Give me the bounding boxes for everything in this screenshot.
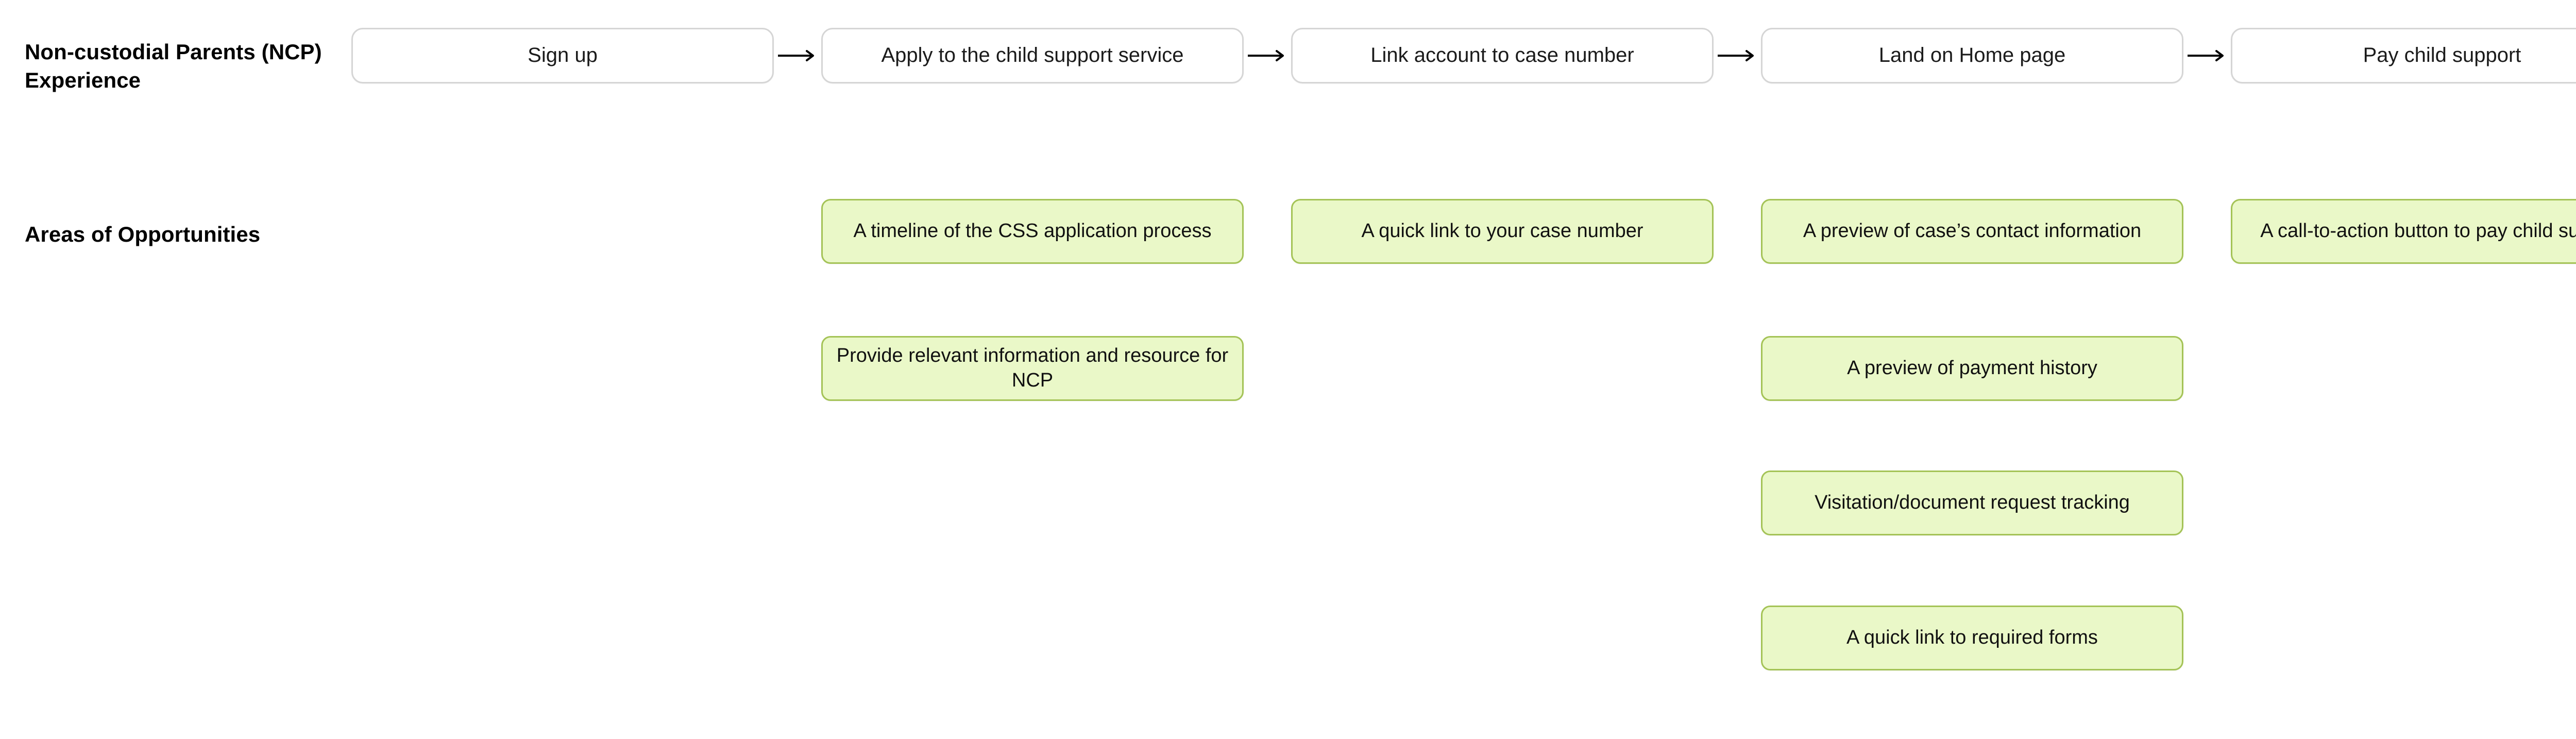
stage-box[interactable]: Sign up [351, 28, 774, 83]
flow-column: Link account to case number A quick link … [1291, 0, 1714, 739]
stage-box[interactable]: Link account to case number [1291, 28, 1714, 83]
arrow-right-icon [777, 48, 818, 63]
flow-column: Sign up [351, 0, 774, 739]
stage-label: Land on Home page [1878, 44, 2066, 67]
flow-column: Land on Home page A preview of case’s con… [1761, 0, 2183, 739]
opportunity-card[interactable]: Visitation/document request tracking [1761, 471, 2183, 535]
opportunity-label: Provide relevant information and resourc… [836, 345, 1229, 391]
opportunity-card[interactable]: A timeline of the CSS application proces… [821, 199, 1244, 264]
stage-label: Apply to the child support service [881, 44, 1184, 67]
row-label-opportunities: Areas of Opportunities [25, 222, 261, 246]
opportunity-card[interactable]: A call-to-action button to pay child sup… [2231, 199, 2576, 264]
opportunity-label: A timeline of the CSS application proces… [853, 220, 1212, 242]
stage-box[interactable]: Apply to the child support service [821, 28, 1244, 83]
arrow-right-icon [2187, 48, 2228, 63]
opportunity-label: A call-to-action button to pay child sup… [2260, 220, 2576, 242]
opportunity-card[interactable]: A preview of case’s contact information [1761, 199, 2183, 264]
flow-column: Apply to the child support service A time… [821, 0, 1244, 739]
opportunity-label: A preview of payment history [1847, 357, 2097, 379]
opportunity-card[interactable]: A preview of payment history [1761, 336, 2183, 401]
arrow-right-icon [1247, 48, 1288, 63]
stage-label: Sign up [528, 44, 598, 67]
opportunity-card[interactable]: A quick link to your case number [1291, 199, 1714, 264]
stage-label: Pay child support [2363, 44, 2521, 67]
opportunity-card[interactable]: Provide relevant information and resourc… [821, 336, 1244, 401]
opportunity-card[interactable]: A quick link to required forms [1761, 606, 2183, 670]
opportunity-label: A quick link to required forms [1846, 627, 2098, 649]
flow-column: Pay child support A call-to-action button… [2231, 0, 2576, 739]
row-label-experience: Non-custodial Parents (NCP) Experience [25, 40, 322, 92]
stage-box[interactable]: Pay child support [2231, 28, 2576, 83]
stage-label: Link account to case number [1370, 44, 1634, 67]
opportunity-label: A quick link to your case number [1361, 220, 1643, 242]
opportunity-label: Visitation/document request tracking [1815, 492, 2130, 514]
stage-box[interactable]: Land on Home page [1761, 28, 2183, 83]
arrow-right-icon [1717, 48, 1758, 63]
opportunity-label: A preview of case’s contact information [1803, 220, 2142, 242]
